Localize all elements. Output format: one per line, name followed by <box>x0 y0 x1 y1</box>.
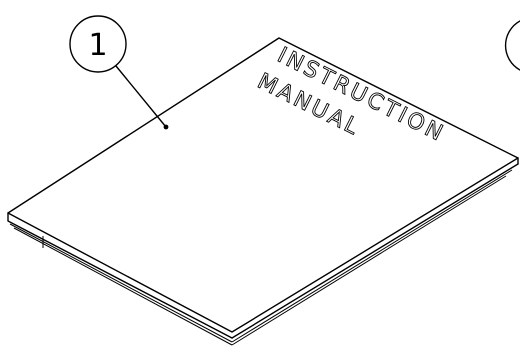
callout-circle-partial <box>504 20 520 71</box>
leader-line <box>115 65 167 128</box>
page-edge-left-1 <box>7 212 233 339</box>
callout-1: 1 <box>69 15 169 130</box>
page-edge-right-3 <box>231 175 507 346</box>
callout-2-partial <box>504 20 520 71</box>
leader-dot <box>163 124 169 130</box>
page-edge-right-1 <box>231 163 519 339</box>
page-edge-left-3 <box>13 227 233 346</box>
page-edge-left-2 <box>9 223 233 343</box>
page-edge-right-2 <box>231 169 513 343</box>
callout-number: 1 <box>88 28 107 63</box>
manual-booklet <box>7 37 519 346</box>
callout-circle <box>69 15 127 73</box>
